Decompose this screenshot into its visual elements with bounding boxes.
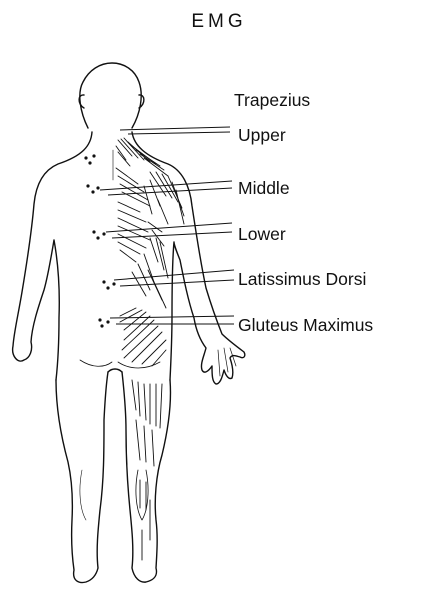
lower-leader-lines <box>106 223 232 238</box>
right-leg-outline <box>122 372 171 582</box>
middle-trapezius-hatching <box>116 168 184 224</box>
left-calf-detail <box>80 470 86 520</box>
upper-trapezius-label: Upper <box>238 125 286 145</box>
lower-trapezius-hatching <box>118 202 164 262</box>
left-leg-outline <box>56 372 108 583</box>
lower-trapezius-label: Lower <box>238 224 286 244</box>
trapezius-label: Trapezius <box>234 90 310 110</box>
diagram-title: EMG <box>0 12 434 32</box>
crotch-outline <box>108 369 122 372</box>
upper-trapezius-hatching <box>116 138 168 176</box>
upper-leader-lines <box>120 127 230 134</box>
middle-trapezius-label: Middle <box>238 178 290 198</box>
gluteus-maximus-hatching <box>120 308 166 366</box>
left-ear-outline <box>79 95 84 108</box>
gluteal-fold-right <box>118 362 160 368</box>
head-outline <box>80 63 141 128</box>
latissimus-dorsi-hatching <box>132 238 168 308</box>
left-body-outline <box>13 132 92 380</box>
right-body-outline <box>132 132 245 384</box>
gluteus-maximus-label: Gluteus Maximus <box>238 315 373 335</box>
gluteal-fold-left <box>80 360 112 366</box>
latissimus-dorsi-label: Latissimus Dorsi <box>238 269 366 289</box>
electrode-dots <box>84 154 115 327</box>
